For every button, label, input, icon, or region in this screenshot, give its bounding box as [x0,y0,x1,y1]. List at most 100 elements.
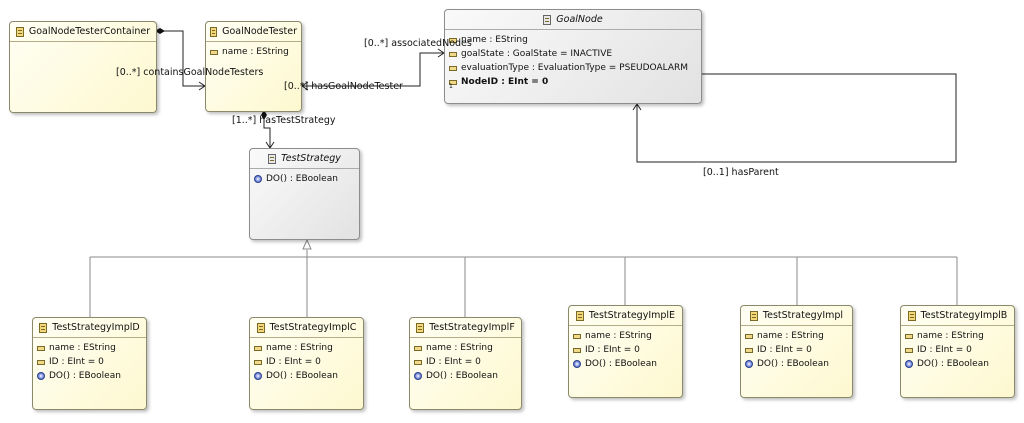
class-header: TestStrategyImplB [901,306,1014,326]
class-name: TestStrategyImplF [429,322,515,333]
attribute-text: name : EString [49,343,116,353]
attribute-text: goalState : GoalState = INACTIVE [461,49,613,59]
operation-icon [745,360,753,368]
operation-row[interactable]: DO() : EBoolean [254,172,355,186]
label-has-parent: [0..1] hasParent [703,167,779,178]
member-list: name : EString ID : EInt = 0 DO() : EBoo… [569,326,682,371]
attribute-row[interactable]: name : EString [37,341,142,355]
attribute-text: ID : EInt = 0 [917,345,972,355]
attribute-icon [573,347,581,353]
attribute-text: name : EString [222,47,289,57]
inheritance-arrowhead [302,238,312,250]
class-header: GoalNodeTesterContainer [10,22,156,42]
attribute-row[interactable]: ID : EInt = 0 [254,355,359,369]
operation-text: DO() : EBoolean [917,359,989,369]
class-name: TestStrategyImplB [920,310,1008,321]
attribute-icon [745,333,753,339]
attribute-row[interactable]: ID : EInt = 0 [745,343,848,357]
class-test-strategy-impl[interactable]: TestStrategyImpl name : EString ID : EIn… [740,305,853,398]
class-header: TestStrategyImplE [569,306,682,326]
attribute-row[interactable]: name : EString [573,329,678,343]
attribute-row[interactable]: name : EString [210,45,297,59]
member-list: name : EString ID : EInt = 0 DO() : EBoo… [901,326,1014,371]
class-test-strategy[interactable]: TestStrategy DO() : EBoolean [249,148,360,240]
associated-connector [302,52,444,87]
operation-text: DO() : EBoolean [757,359,829,369]
attribute-text: ID : EInt = 0 [585,345,640,355]
attribute-row[interactable]: name : EString [905,329,1010,343]
attribute-icon [210,49,218,55]
attribute-text: name : EString [917,331,984,341]
attribute-icon [414,345,422,351]
class-name: TestStrategyImplD [52,322,140,333]
class-goal-node-tester[interactable]: GoalNodeTester name : EString [205,21,302,112]
operation-icon [37,372,45,380]
class-header: TestStrategyImplC [250,318,363,338]
class-header: GoalNode [445,10,701,30]
attribute-row-id[interactable]: NodeID : EInt = 0 [449,75,697,90]
class-icon [210,26,218,37]
attribute-text: ID : EInt = 0 [426,357,481,367]
attribute-row[interactable]: name : EString [414,341,517,355]
class-icon [416,322,425,333]
attribute-text: name : EString [585,331,652,341]
abstract-class-icon [268,153,277,164]
attribute-list: name : EString goalState : GoalState = I… [445,30,701,90]
operation-row[interactable]: DO() : EBoolean [254,369,359,383]
attribute-text: evaluationType : EvaluationType = PSEUDO… [461,63,689,73]
class-test-strategy-impl-e[interactable]: TestStrategyImplE name : EString ID : EI… [568,305,683,398]
operation-row[interactable]: DO() : EBoolean [37,369,142,383]
attribute-text: ID : EInt = 0 [49,357,104,367]
attribute-text: ID : EInt = 0 [757,345,812,355]
class-header: TestStrategyImpl [741,306,852,326]
class-icon [256,322,265,333]
operation-row[interactable]: DO() : EBoolean [573,357,678,371]
class-goal-node[interactable]: GoalNode name : EString goalState : Goal… [444,9,702,104]
attribute-row[interactable]: ID : EInt = 0 [573,343,678,357]
operation-row[interactable]: DO() : EBoolean [745,357,848,371]
attribute-row[interactable]: ID : EInt = 0 [905,343,1010,357]
attribute-icon [905,347,913,353]
class-test-strategy-impl-b[interactable]: TestStrategyImplB name : EString ID : EI… [900,305,1015,398]
attribute-text: name : EString [426,343,493,353]
attribute-row[interactable]: evaluationType : EvaluationType = PSEUDO… [449,61,697,75]
attribute-row[interactable]: name : EString [254,341,359,355]
operation-icon [414,372,422,380]
class-icon [15,26,24,37]
contains-connector [157,30,205,87]
class-name: TestStrategy [281,153,341,164]
label-contains-goal-node-testers: [0..*] containsGoalNodeTesters [116,67,264,78]
attribute-row[interactable]: ID : EInt = 0 [37,355,142,369]
operation-icon [905,360,913,368]
has-tester-arrowhead [301,81,309,91]
class-goal-node-tester-container[interactable]: GoalNodeTesterContainer [9,21,157,113]
class-test-strategy-impl-c[interactable]: TestStrategyImplC name : EString ID : EI… [249,317,364,410]
attribute-row[interactable]: name : EString [449,33,697,47]
operation-row[interactable]: DO() : EBoolean [905,357,1010,371]
label-has-goal-node-tester: [0..*] hasGoalNodeTester [284,81,403,92]
attribute-row[interactable]: goalState : GoalState = INACTIVE [449,47,697,61]
operation-list: DO() : EBoolean [250,169,359,186]
has-strategy-diamond [261,110,267,120]
class-test-strategy-impl-f[interactable]: TestStrategyImplF name : EString ID : EI… [409,317,522,410]
member-list: name : EString ID : EInt = 0 DO() : EBoo… [410,338,521,383]
member-list: name : EString ID : EInt = 0 DO() : EBoo… [741,326,852,371]
class-icon [39,322,48,333]
member-list: name : EString ID : EInt = 0 DO() : EBoo… [33,338,146,383]
operation-row[interactable]: DO() : EBoolean [414,369,517,383]
class-name: GoalNodeTesterContainer [28,26,151,37]
attribute-icon [37,345,45,351]
class-test-strategy-impl-d[interactable]: TestStrategyImplD name : EString ID : EI… [32,317,147,410]
operation-text: DO() : EBoolean [585,359,657,369]
abstract-class-icon [543,14,552,25]
attribute-icon [449,37,457,43]
attribute-icon [414,359,422,365]
class-name: TestStrategyImplE [588,310,676,321]
attribute-icon [449,65,457,71]
attribute-row[interactable]: ID : EInt = 0 [414,355,517,369]
operation-text: DO() : EBoolean [266,174,338,184]
attribute-text: NodeID : EInt = 0 [461,77,549,87]
label-has-test-strategy: [1..*] hasTestStrategy [232,115,336,126]
composition-diamond [155,28,165,34]
attribute-row[interactable]: name : EString [745,329,848,343]
